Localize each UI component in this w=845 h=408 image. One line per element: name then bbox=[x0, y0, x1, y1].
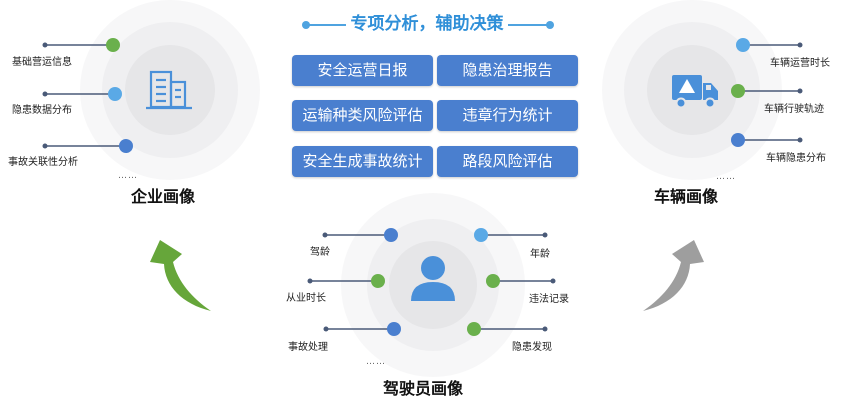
road-risk-button[interactable]: 路段风险评估 bbox=[437, 146, 578, 177]
title-dot-right bbox=[546, 21, 554, 29]
enterprise-title: 企业画像 bbox=[131, 187, 196, 206]
vehicle-node bbox=[731, 133, 745, 147]
driver-item-label: 从业时长 bbox=[286, 293, 326, 304]
driver-node bbox=[387, 322, 401, 336]
driver-node bbox=[467, 322, 481, 336]
transport-risk-button[interactable]: 运输种类风险评估 bbox=[292, 100, 433, 131]
driver-node bbox=[371, 274, 385, 288]
vehicle-item-label: 车辆运营时长 bbox=[770, 58, 830, 69]
truck-icon bbox=[672, 75, 718, 109]
enterprise-node bbox=[106, 38, 120, 52]
safety-daily-report-button[interactable]: 安全运营日报 bbox=[292, 55, 433, 86]
enterprise-node bbox=[119, 139, 133, 153]
driver-connectors bbox=[310, 234, 553, 330]
vehicle-node bbox=[731, 84, 745, 98]
gray-arrow-icon bbox=[643, 240, 704, 311]
driver-node bbox=[486, 274, 500, 288]
driver-line-end bbox=[542, 326, 548, 332]
title-dot-left bbox=[302, 21, 310, 29]
hazard-report-button[interactable]: 隐患治理报告 bbox=[437, 55, 578, 86]
violation-stats-button[interactable]: 违章行为统计 bbox=[437, 100, 578, 131]
enterprise-connectors bbox=[45, 44, 125, 147]
enterprise-line-end bbox=[42, 91, 48, 97]
vehicle-item-label: 车辆行驶轨迹 bbox=[764, 104, 824, 115]
user-icon bbox=[411, 256, 455, 301]
driver-line-end bbox=[542, 232, 548, 238]
driver-line-end bbox=[323, 326, 329, 332]
title-line-left bbox=[306, 24, 346, 26]
title-line-right bbox=[508, 24, 548, 26]
vehicle-item-label: 车辆隐患分布 bbox=[766, 153, 826, 164]
enterprise-line-end bbox=[42, 42, 48, 48]
driver-node bbox=[384, 228, 398, 242]
enterprise-item-label: 事故关联性分析 bbox=[8, 157, 78, 168]
driver-item-label: 违法记录 bbox=[529, 294, 569, 305]
green-arrow-icon bbox=[150, 240, 211, 311]
driver-line-end bbox=[322, 232, 328, 238]
enterprise-item-label: 基础营运信息 bbox=[12, 57, 72, 68]
driver-item-label: 驾龄 bbox=[310, 247, 330, 258]
accident-stats-button[interactable]: 安全生成事故统计 bbox=[292, 146, 433, 177]
driver-title: 驾驶员画像 bbox=[383, 379, 464, 398]
driver-item-label: 事故处理 bbox=[288, 342, 328, 353]
page-title: 专项分析，辅助决策 bbox=[350, 14, 504, 34]
enterprise-line-end bbox=[42, 143, 48, 149]
driver-item-label: 年龄 bbox=[530, 249, 550, 260]
vehicle-line-end bbox=[797, 88, 803, 94]
vehicle-title: 车辆画像 bbox=[654, 187, 719, 206]
enterprise-node bbox=[108, 87, 122, 101]
vehicle-node bbox=[736, 38, 750, 52]
driver-line-end bbox=[550, 278, 556, 284]
building-icon bbox=[146, 70, 192, 110]
vehicle-connectors bbox=[738, 44, 800, 141]
vehicle-line-end bbox=[797, 137, 803, 143]
driver-item-label: 隐患发现 bbox=[512, 342, 552, 353]
enterprise-ellipsis: …… bbox=[118, 171, 138, 181]
driver-node bbox=[474, 228, 488, 242]
driver-ellipsis: …… bbox=[366, 357, 386, 367]
vehicle-ellipsis: …… bbox=[716, 172, 736, 182]
enterprise-item-label: 隐患数据分布 bbox=[12, 105, 72, 116]
vehicle-line-end bbox=[797, 42, 803, 48]
driver-line-end bbox=[307, 278, 313, 284]
